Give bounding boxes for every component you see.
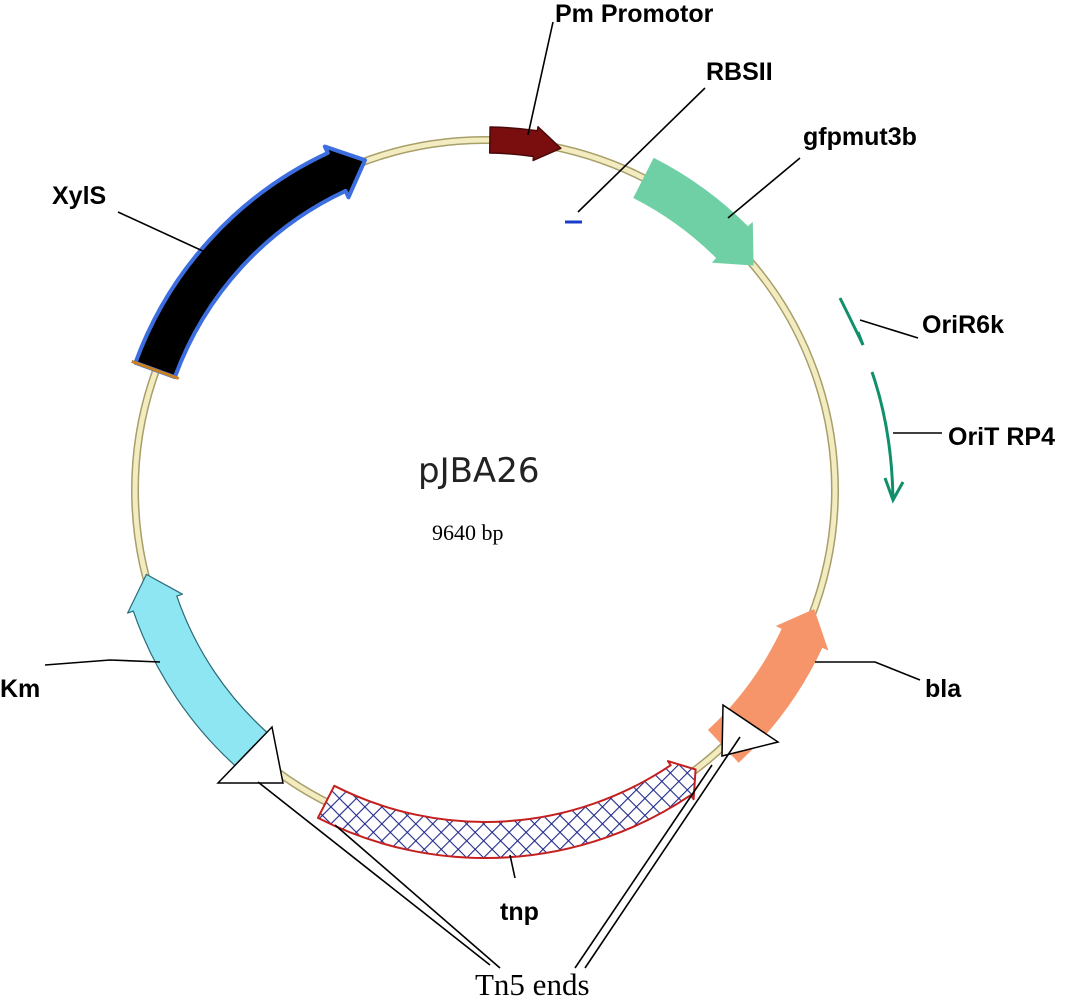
orir6k-label: OriR6k (922, 311, 1004, 339)
tnp-label: tnp (500, 898, 539, 926)
tn5-ends-label: Tn5 ends (475, 967, 590, 1000)
km-gene-arrow (127, 573, 272, 772)
orir6k-tick (856, 331, 865, 346)
bla-leader (815, 661, 921, 681)
bla-label: bla (925, 675, 962, 703)
plasmid-size: 9640 bp (432, 520, 504, 545)
rbsii-leader (577, 87, 706, 213)
pm-promotor-label: Pm Promotor (555, 0, 714, 28)
orit-rp4-label: OriT RP4 (948, 423, 1055, 451)
plasmid-name: pJBA26 (418, 451, 539, 491)
pm-promotor-arrow (488, 126, 562, 162)
km-label: Km (0, 675, 40, 703)
xyls-leader (117, 211, 219, 259)
gfpmut3b-gene-arrow (633, 158, 754, 266)
xyls-label: XylS (52, 182, 106, 210)
tn5-ends-leader-right-b (584, 736, 741, 969)
pm-promotor-leader (527, 21, 554, 136)
tnp-leader (509, 854, 516, 879)
gfpmut3b-leader (727, 157, 801, 219)
orit-rp4-arrowhead (883, 477, 905, 504)
gfpmut3b-label: gfpmut3b (803, 123, 917, 151)
tnp-gene-arrow (316, 760, 697, 860)
tn5-ends-leader-left-a (257, 781, 491, 966)
xyls-gene-arrow (133, 144, 367, 380)
km-leader (44, 659, 161, 666)
rbsii-label: RBSII (706, 58, 773, 86)
tn5-ends-leader-right-a (574, 764, 713, 969)
tn5-end-left-triangle (216, 725, 284, 784)
xyls-gene-start-mark (131, 359, 180, 380)
orir6k-leader (859, 319, 919, 339)
tn5-ends-leader-left-b (334, 824, 501, 969)
orit-rp4-feature (870, 371, 895, 501)
